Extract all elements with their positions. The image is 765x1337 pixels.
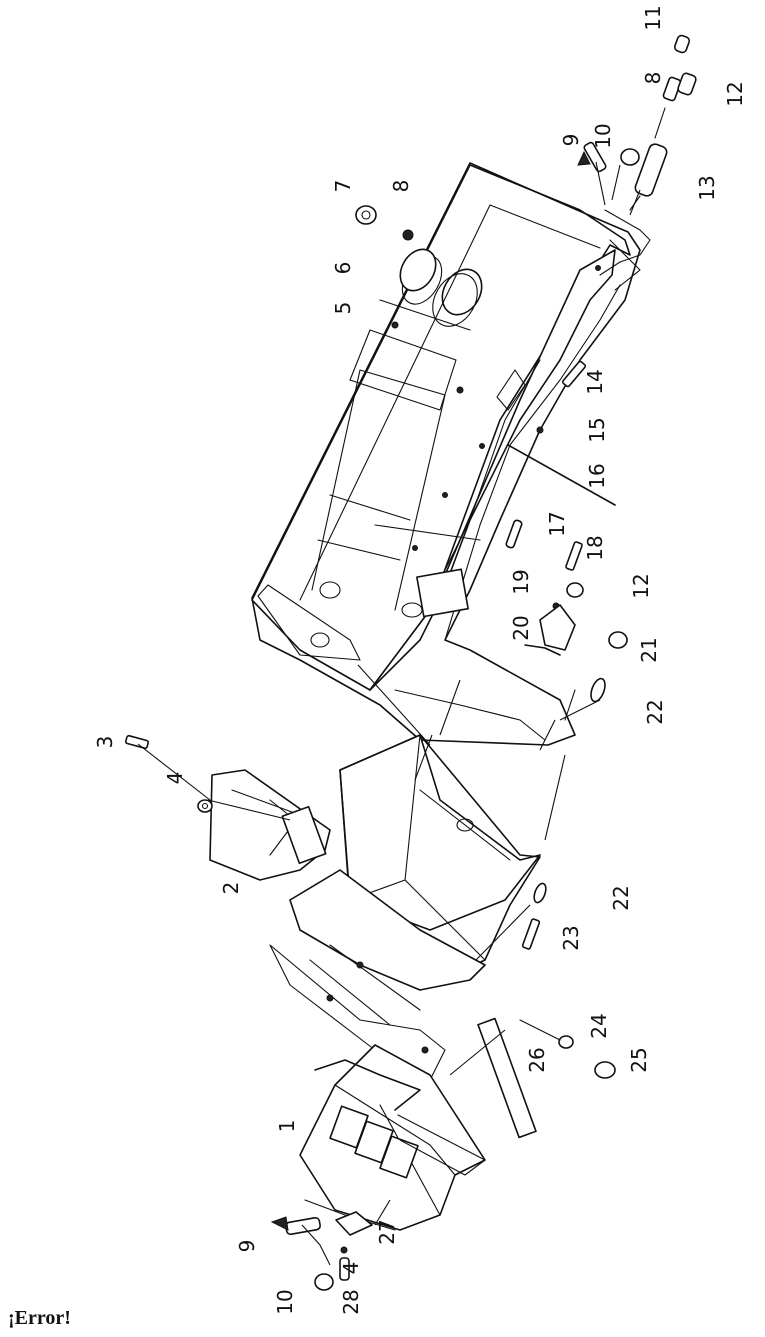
callout-12-top: 12 [723,81,747,106]
clamp-parts-17-22 [505,519,628,721]
callout-9-top: 9 [559,134,583,147]
callout-6: 6 [331,262,355,275]
callout-numbers: 1 2 3 4 4 5 6 7 8 8 9 9 10 10 11 12 12 1… [93,5,747,1314]
callout-28: 28 [339,1289,363,1314]
pin-assembly-top [629,34,697,211]
pin-nut-top [577,141,640,173]
callout-10-bottom: 10 [273,1289,297,1314]
callout-11: 11 [641,5,665,30]
flange-part-6 [399,248,483,316]
callout-5: 5 [331,302,355,315]
callout-14: 14 [583,369,607,394]
callout-26: 26 [525,1047,549,1072]
rear-frame-part-5 [251,162,651,746]
callout-21: 21 [637,637,661,662]
callout-4-top: 4 [163,772,187,785]
callout-23: 23 [559,925,583,950]
callout-18: 18 [583,535,607,560]
callout-17: 17 [545,511,569,536]
bolt-22-23 [521,882,547,950]
callout-8-top: 8 [389,180,413,193]
bracket-24-26 [477,1017,616,1139]
front-frame-part-1 [299,1044,486,1231]
callout-7: 7 [331,180,355,193]
callout-16: 16 [585,463,609,488]
callout-27: 27 [375,1219,399,1244]
callout-20: 20 [509,615,533,640]
callout-1: 1 [275,1120,299,1133]
callout-15: 15 [585,417,609,442]
callout-9-bottom: 9 [235,1240,259,1253]
callout-24: 24 [587,1013,611,1038]
callout-12-mid: 12 [629,573,653,598]
callout-19: 19 [509,569,533,594]
callout-3: 3 [93,736,117,749]
callout-4-bottom: 4 [339,1262,363,1275]
pin-assembly-bottom [270,1211,373,1291]
callout-2: 2 [219,882,243,895]
bolt-14-15 [536,360,587,434]
nut-washer-7-8 [355,205,414,241]
middle-frame-part-2 [209,734,541,1081]
callout-25: 25 [627,1047,651,1072]
callout-22-mid: 22 [609,885,633,910]
leader-lines [137,161,641,1266]
bolt-washer-3-4 [124,734,213,813]
callout-10-top: 10 [591,123,615,148]
callout-13: 13 [695,175,719,200]
error-text: ¡Error! [8,1307,71,1329]
callout-22-right: 22 [643,699,667,724]
callout-8-right: 8 [641,72,665,85]
